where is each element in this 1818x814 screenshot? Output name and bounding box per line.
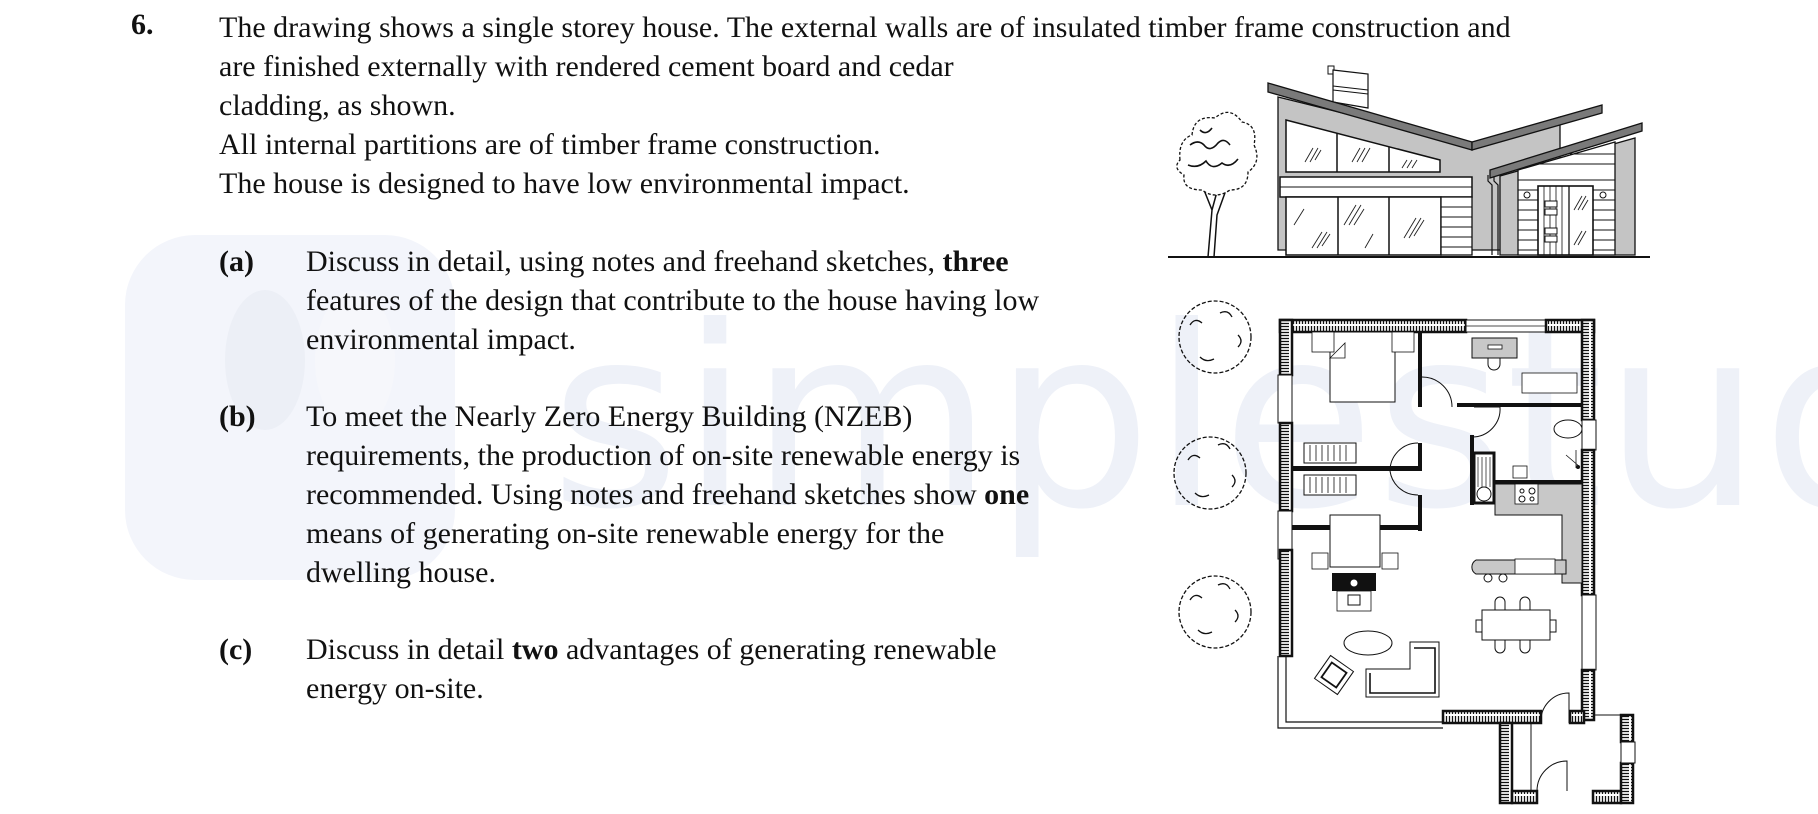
part-label: (c) [219,633,253,666]
text-run: Discuss in detail, using notes and freeh… [306,245,943,278]
text-run: requirements, the production of on-site … [306,439,1021,472]
emphasis: three [942,245,1009,278]
text-run: Discuss in detail [306,633,512,666]
text-run: means of generating on-site renewable en… [306,517,945,550]
text-run: recommended. Using notes and freehand sk… [306,478,985,511]
part-label: (b) [219,400,256,433]
floor-plan-drawing [1173,300,1636,805]
part-label: (a) [219,245,254,278]
text-run: energy on-site. [306,672,484,705]
question-number: 6. [131,8,154,41]
stem-line: The drawing shows a single storey house.… [219,11,1511,44]
text-run: dwelling house. [306,556,496,589]
stem-line: All internal partitions are of timber fr… [219,128,881,161]
emphasis: one [984,478,1030,511]
stem-line: are finished externally with rendered ce… [219,50,954,83]
emphasis: two [511,633,559,666]
part-text: To meet the Nearly Zero Energy Building … [306,397,1029,592]
house-elevation-drawing [1168,65,1650,258]
stem-line: cladding, as shown. [219,89,456,122]
tree-plan-icon [1173,300,1252,510]
question-stem: The drawing shows a single storey house.… [219,8,1511,203]
stem-line: The house is designed to have low enviro… [219,167,910,200]
tree-plan-icon [1178,575,1252,649]
text-run: To meet the Nearly Zero Energy Building … [306,400,913,433]
part-text: Discuss in detail, using notes and freeh… [306,242,1039,359]
text-run: advantages of generating renewable [558,633,997,666]
part-text: Discuss in detail two advantages of gene… [306,630,997,708]
text-run: features of the design that contribute t… [306,284,1040,317]
tree-icon [1176,111,1258,258]
text-run: environmental impact. [306,323,576,356]
